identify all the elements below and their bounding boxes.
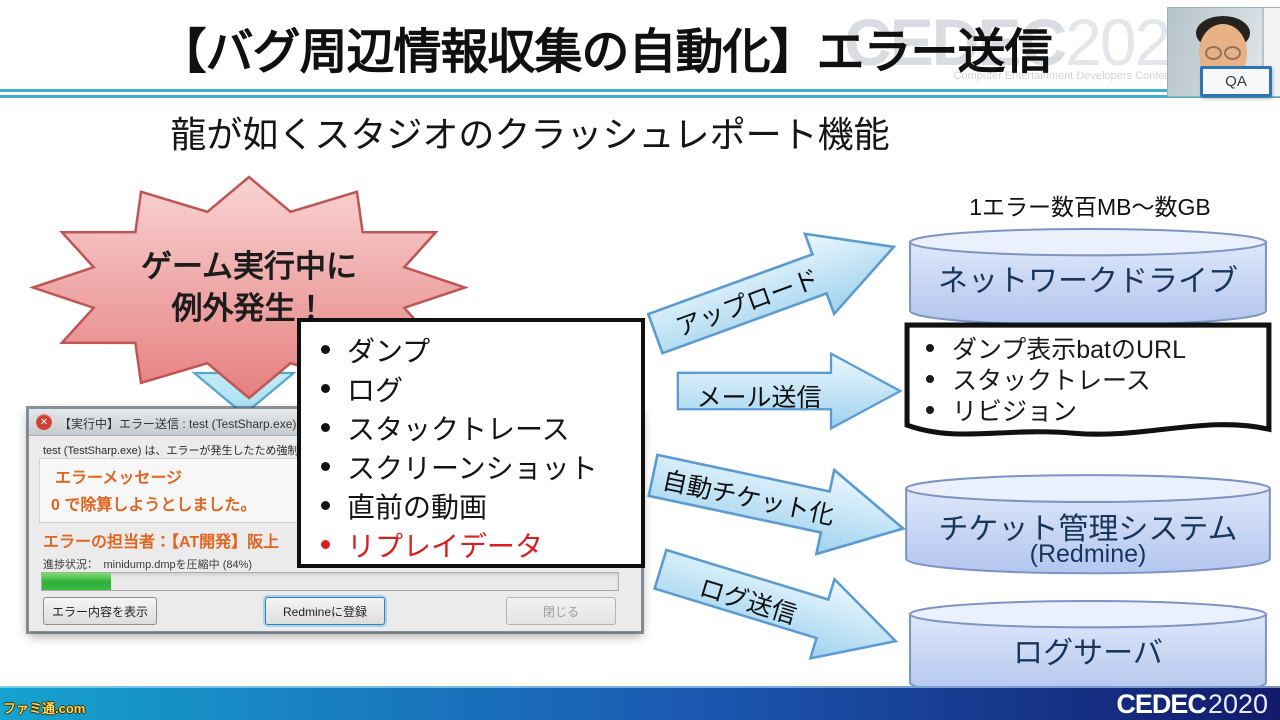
database-cylinder-icon <box>909 600 1267 699</box>
footer-bar: CEDEC 2020 <box>0 686 1280 720</box>
footer-cedec-logo: CEDEC <box>1116 688 1207 719</box>
right-arrow-icon <box>676 351 903 431</box>
flow-arrow-mail: メール送信 <box>676 350 904 442</box>
list-item: ログ <box>317 369 641 408</box>
list-item-label: リビジョン <box>952 397 1078 426</box>
presenter-glasses <box>1205 44 1241 60</box>
mail-content-document: ダンプ表示batのURL スタックトレース リビジョン <box>902 320 1274 460</box>
title-divider-top <box>0 89 1280 92</box>
network-drive-label: ネットワークドライブ <box>938 265 1238 298</box>
list-item: スタックトレース <box>317 408 641 447</box>
page-title: 【バグ周辺情報収集の自動化】エラー送信 <box>158 26 1052 79</box>
database-cylinder-icon <box>905 474 1271 575</box>
error-size-note: 1エラー数百MB～数GB <box>969 194 1211 220</box>
famitsu-watermark: ファミ通.com <box>3 701 86 716</box>
glasses-right-lens <box>1224 46 1241 60</box>
list-item-label: スタックトレース <box>347 413 570 445</box>
slide-subtitle: 龍が如くスタジオのクラッシュレポート機能 <box>170 114 890 155</box>
role-badge: QA <box>1200 66 1272 97</box>
dialog-progress-label: 進捗状況： minidump.dmpを圧縮中 (84%) <box>43 559 253 571</box>
list-item: 直前の動画 <box>317 486 641 525</box>
cedec-watermark-brand: CEDEC <box>844 5 1067 79</box>
list-item-label: リプレイデータ <box>347 530 544 562</box>
collected-data-list: ダンプ ログ スタックトレース スクリーンショット 直前の動画 リプレイデータ <box>297 318 645 568</box>
flow-arrow-log: ログ送信 <box>643 525 913 692</box>
bullet-dot <box>321 384 330 393</box>
bullet-dot <box>321 462 330 471</box>
bullet-dot <box>926 343 934 352</box>
list-item-label: ログ <box>347 374 404 406</box>
log-server-cylinder: ログサーバ <box>906 598 1270 699</box>
dialog-error-heading: エラーメッセージ <box>55 470 183 487</box>
database-cylinder-icon <box>909 228 1267 327</box>
title-divider-bottom <box>0 95 1280 98</box>
role-badge-label: QA <box>1225 73 1247 90</box>
dialog-assignee-line: エラーの担当者：【AT開発】阪上 <box>43 534 280 551</box>
ticket-system-sublabel: (Redmine) <box>1029 540 1147 568</box>
list-item: スタックトレース <box>924 363 1266 395</box>
glasses-left-lens <box>1205 46 1222 60</box>
list-item-label: ダンプ <box>347 335 431 367</box>
list-item-label: スクリーンショット <box>347 452 598 484</box>
burst-text-line1: ゲーム実行中に <box>140 249 358 285</box>
bullet-dot <box>926 374 934 383</box>
network-drive-cylinder: ネットワークドライブ <box>906 226 1270 327</box>
flow-arrow-label: メール送信 <box>696 384 822 412</box>
bullet-dot <box>321 423 330 432</box>
dialog-crash-line: test (TestSharp.exe) は、エラーが発生したため強制終了しまし <box>43 445 354 457</box>
progress-fill <box>42 573 112 590</box>
list-item-label: ダンプ表示batのURL <box>952 335 1187 364</box>
log-server-label: ログサーバ <box>1013 637 1163 670</box>
list-item: リビジョン <box>924 394 1266 426</box>
cedec-watermark-tagline: Computer Entertainment Developers Confer… <box>953 70 1192 82</box>
list-item-highlighted: リプレイデータ <box>317 525 641 564</box>
close-button[interactable]: 閉じる <box>506 597 616 625</box>
progress-bar <box>41 572 619 591</box>
ticket-system-label: チケット管理システム <box>938 513 1238 546</box>
document-shape-icon <box>904 322 1272 437</box>
right-arrow-icon <box>646 232 897 355</box>
footer-cedec-year: 2020 <box>1207 688 1268 719</box>
list-item: スクリーンショット <box>317 447 641 486</box>
dialog-error-message: 0 で除算しようとしました。 <box>51 497 257 514</box>
list-item-label: スタックトレース <box>952 366 1151 395</box>
bullet-dot <box>926 405 934 414</box>
list-item-label: 直前の動画 <box>347 491 488 523</box>
right-arrow-icon <box>647 453 906 556</box>
bullet-dot <box>321 540 330 549</box>
error-close-icon: ✕ <box>36 414 52 430</box>
ticket-system-cylinder: チケット管理システム (Redmine) <box>902 472 1274 604</box>
dialog-title: 【実行中】エラー送信 : test (TestSharp.exe) (この <box>59 417 328 431</box>
flow-arrow-ticket: 自動チケット化 <box>641 429 917 577</box>
bullet-dot <box>321 345 330 354</box>
flow-arrow-upload: アップロード <box>637 201 914 380</box>
list-item: ダンプ <box>317 330 641 369</box>
right-arrow-icon <box>653 548 899 660</box>
register-redmine-button[interactable]: Redmineに登録 <box>265 597 385 625</box>
show-error-button[interactable]: エラー内容を表示 <box>43 597 157 625</box>
bullet-dot <box>321 501 330 510</box>
list-item: ダンプ表示batのURL <box>924 332 1266 364</box>
